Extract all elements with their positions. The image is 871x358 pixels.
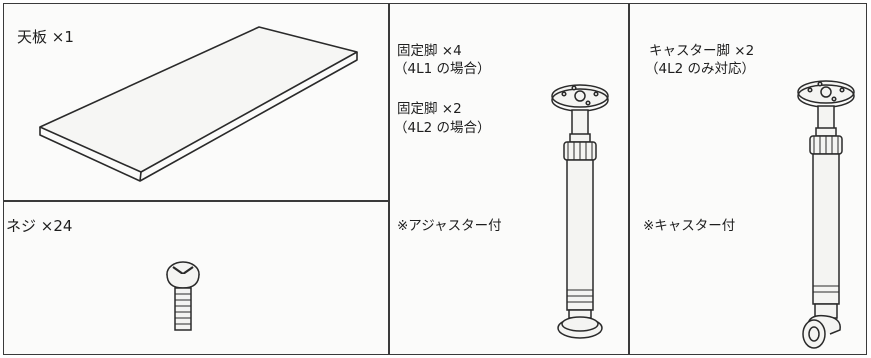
caster-legs-line1: キャスター脚 ×2 <box>649 43 755 59</box>
divider-vertical-2 <box>628 4 630 354</box>
fixed-legs-line4: （4L2 の場合） <box>394 120 491 136</box>
caster-legs-note: ※キャスター付 <box>643 218 736 234</box>
tabletop-label: 天板 ×1 <box>17 28 74 47</box>
screws-qty: ×24 <box>40 217 73 235</box>
divider-vertical-1 <box>388 4 390 354</box>
tabletop-cell: 天板 ×1 <box>4 4 388 200</box>
parts-list-sheet: 天板 ×1 ネジ ×24 固定脚 ×4 <box>3 3 867 355</box>
fixed-leg-illustration <box>551 84 609 339</box>
fixed-legs-cell: 固定脚 ×4 （4L1 の場合） 固定脚 ×2 （4L2 の場合） ※アジャスタ… <box>390 4 628 354</box>
tabletop-qty: ×1 <box>51 28 74 46</box>
tabletop-name: 天板 <box>17 28 48 46</box>
caster-legs-cell: キャスター脚 ×2 （4L2 のみ対応） ※キャスター付 <box>630 4 868 354</box>
screws-cell: ネジ ×24 <box>4 202 388 354</box>
fixed-legs-note: ※アジャスター付 <box>397 218 502 234</box>
caster-leg-illustration <box>797 80 855 349</box>
caster-legs-line2: （4L2 のみ対応） <box>645 61 755 77</box>
divider-horizontal <box>4 200 389 202</box>
screws-name: ネジ <box>6 217 37 235</box>
fixed-legs-line3: 固定脚 ×2 <box>397 101 462 117</box>
screws-label: ネジ ×24 <box>6 217 72 236</box>
tabletop-illustration <box>39 26 358 182</box>
fixed-legs-line1: 固定脚 ×4 <box>397 43 462 59</box>
screw-icon <box>166 261 200 331</box>
fixed-legs-line2: （4L1 の場合） <box>394 61 491 77</box>
